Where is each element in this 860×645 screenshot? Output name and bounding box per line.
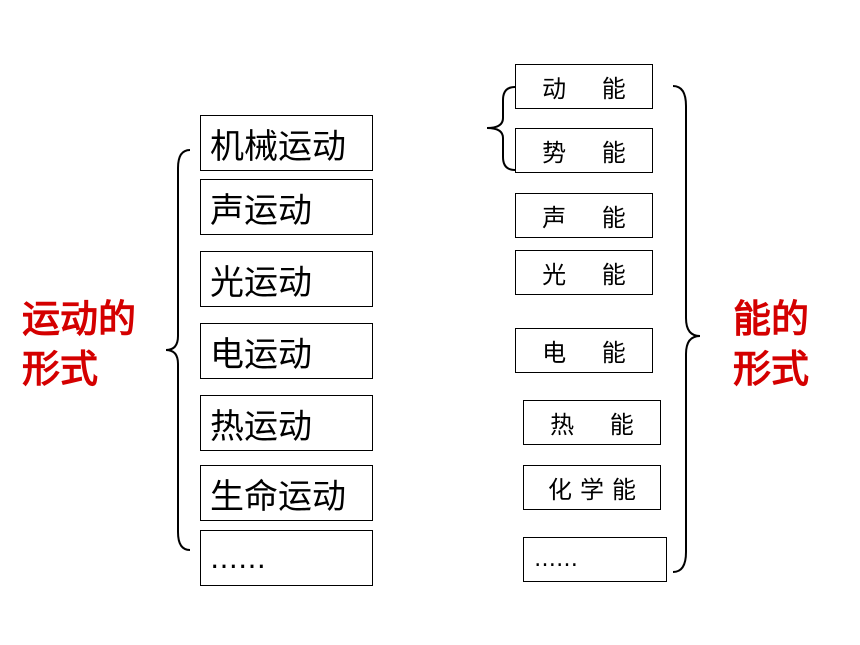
- motion-forms-title-line2: 形式: [22, 347, 99, 391]
- small-brace: [486, 86, 516, 171]
- energy-label: 光 能: [542, 261, 640, 289]
- motion-label: 电运动: [210, 334, 312, 375]
- energy-box-chemical: 化学能: [523, 465, 661, 510]
- right-brace: [672, 85, 701, 573]
- energy-box-heat: 热 能: [523, 400, 661, 445]
- left-brace: [165, 149, 191, 551]
- motion-label: 机械运动: [210, 126, 346, 167]
- motion-box-light: 光运动: [200, 251, 373, 307]
- motion-label: ……: [210, 541, 266, 575]
- motion-box-ellipsis: ……: [200, 530, 373, 586]
- energy-forms-title-line2: 形式: [733, 347, 810, 391]
- motion-forms-title-line1: 运动的: [22, 297, 137, 341]
- energy-label: ……: [534, 547, 578, 572]
- energy-label: 动 能: [542, 75, 640, 103]
- energy-label: 声 能: [542, 204, 640, 232]
- energy-box-ellipsis: ……: [523, 537, 667, 582]
- motion-label: 光运动: [210, 262, 312, 303]
- energy-box-sound: 声 能: [515, 193, 653, 238]
- energy-label: 化学能: [548, 476, 644, 504]
- energy-box-kinetic: 动 能: [515, 64, 653, 109]
- energy-forms-title-line1: 能的: [733, 297, 810, 341]
- energy-label: 电 能: [542, 339, 640, 367]
- energy-forms-title: 能的 形式: [733, 294, 809, 394]
- motion-label: 热运动: [210, 406, 312, 447]
- motion-box-sound: 声运动: [200, 179, 373, 235]
- energy-box-potential: 势 能: [515, 128, 653, 173]
- energy-label: 势 能: [542, 139, 640, 167]
- motion-forms-title: 运动的 形式: [22, 294, 136, 394]
- motion-label: 生命运动: [210, 476, 346, 517]
- motion-box-mechanical: 机械运动: [200, 115, 373, 171]
- motion-label: 声运动: [210, 190, 312, 231]
- motion-box-life: 生命运动: [200, 465, 373, 521]
- energy-box-electric: 电 能: [515, 328, 653, 373]
- energy-box-light: 光 能: [515, 250, 653, 295]
- motion-box-electric: 电运动: [200, 323, 373, 379]
- motion-box-heat: 热运动: [200, 395, 373, 451]
- energy-label: 热 能: [550, 411, 648, 439]
